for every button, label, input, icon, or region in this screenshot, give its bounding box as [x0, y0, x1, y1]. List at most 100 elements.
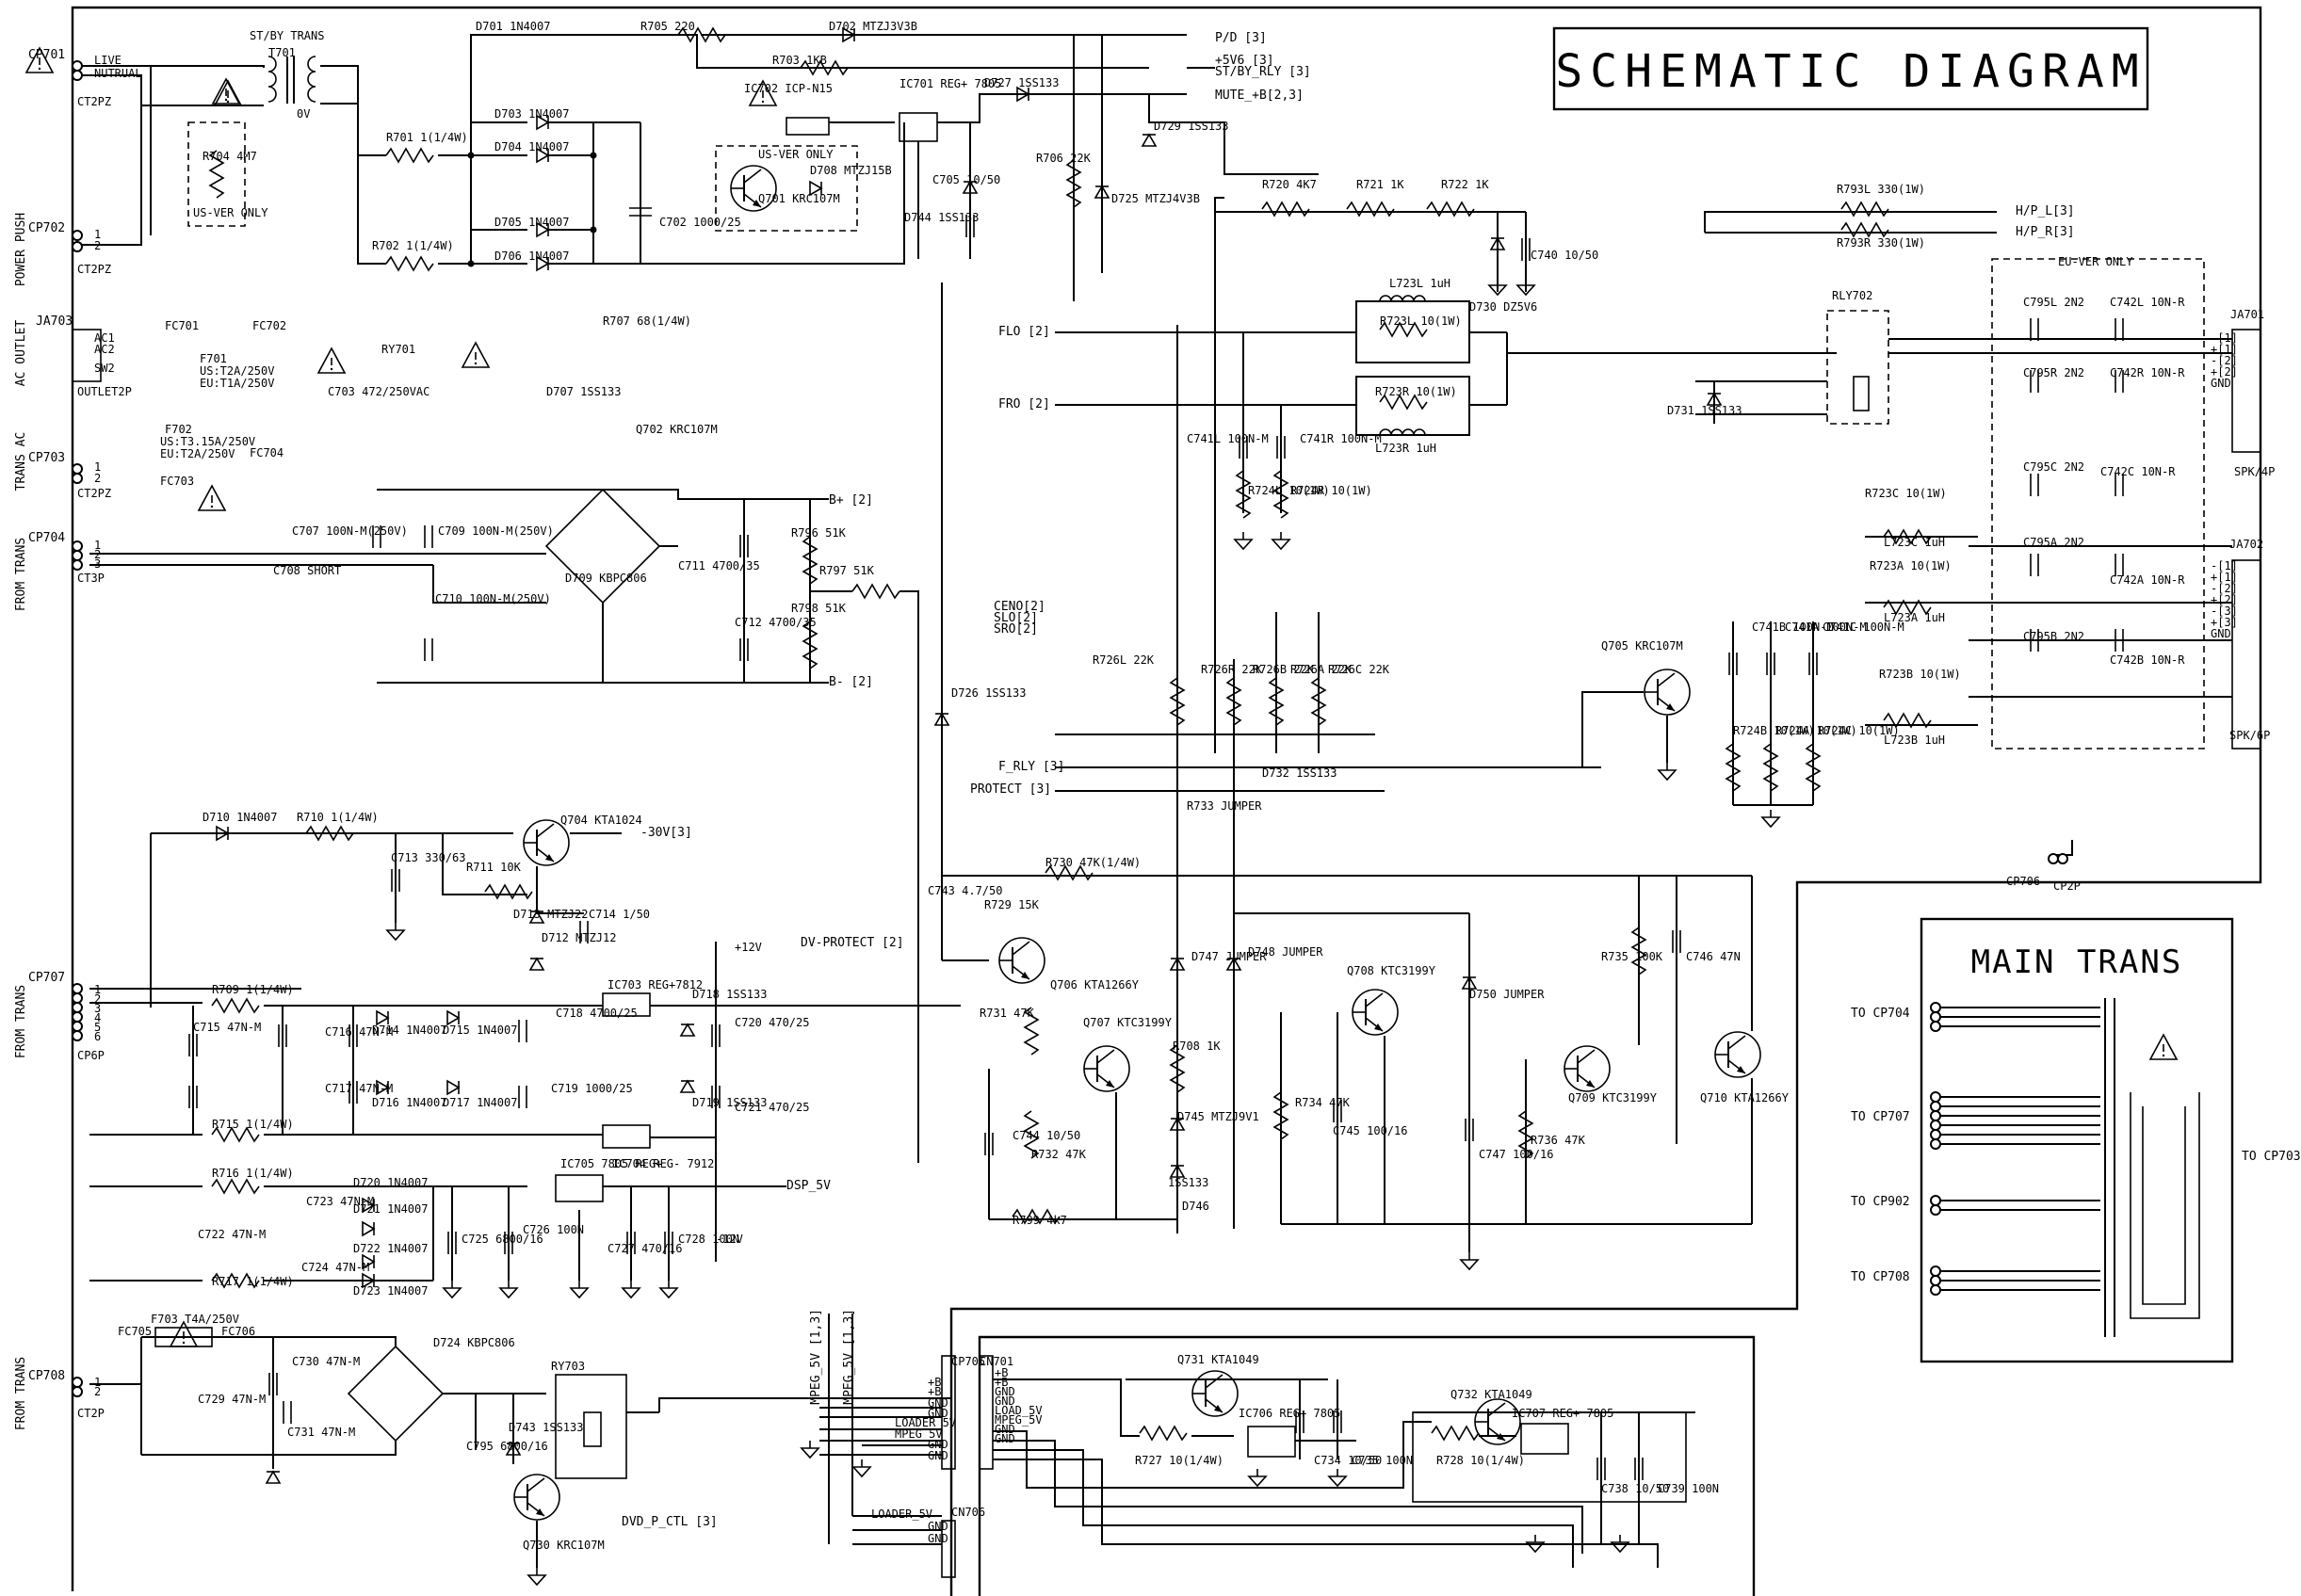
component-label: Q707 KTC3199Y — [1083, 1016, 1173, 1029]
component-label: C742C 10N-R — [2100, 465, 2176, 478]
component-label: D718 1SS133 — [692, 988, 767, 1001]
component-label: C721 470/25 — [735, 1101, 809, 1114]
signal-port-label: MPEG_5V [1,3] — [842, 1309, 856, 1405]
jack-pin-labels: -[1]+[1]-[2]+[2]GND-[1]+[1]-[2]+[2]-[3]+… — [2211, 331, 2238, 640]
component-label: JA702 — [2229, 538, 2263, 551]
component-label: IC703 REG+7812 — [608, 978, 703, 991]
component-label: C730 47N-M — [292, 1355, 360, 1368]
connector-pin-label: 1 — [94, 460, 101, 474]
component-label: R726L 22K — [1093, 653, 1155, 667]
component-label: R705 220 — [640, 20, 695, 33]
cp706-pins — [2048, 853, 2068, 864]
connector-name: CP708 — [28, 1369, 65, 1383]
connector-pin-label: 1 — [94, 228, 101, 241]
component-label: D714 1N4007 — [372, 1024, 446, 1037]
component-label: R726B 22K — [1253, 663, 1315, 676]
connector-pin-label: 6 — [94, 1030, 101, 1043]
connector-type: CT3P — [77, 572, 105, 585]
component-label: R793R 330(1W) — [1837, 236, 1925, 250]
signal-port-label: MPEG_5V [1,3] — [809, 1309, 823, 1405]
component-label: R724C 10(1W) — [1818, 724, 1900, 737]
component-label: SPK/6P — [2229, 729, 2270, 742]
component-label: F702 — [165, 423, 192, 436]
cp703-pins — [72, 463, 83, 484]
main-trans-box: MAIN TRANS TO CP703 — [1920, 917, 2301, 1363]
component-label: Q732 KTA1049 — [1450, 1388, 1532, 1401]
main-trans-tap-label: TO CP707 — [1851, 1110, 1910, 1124]
connector-side-label: FROM TRANS — [14, 1357, 28, 1430]
component-label: D721 1N4007 — [353, 1202, 428, 1216]
signal-port-label: PROTECT [3] — [970, 782, 1051, 797]
component-label: R796 51K — [791, 526, 847, 540]
component-label: R724R 10(1W) — [1290, 484, 1372, 497]
component-label: L723R 1uH — [1375, 442, 1436, 455]
main-trans-tap-label: TO CP708 — [1851, 1270, 1910, 1284]
component-label: C713 330/63 — [391, 851, 465, 864]
component-label: FC704 — [250, 446, 284, 459]
component-label: R731 47K — [980, 1007, 1035, 1020]
connector-pin-label: LIVE — [94, 54, 122, 67]
component-label: GND — [995, 1394, 1015, 1408]
component-label: D732 1SS133 — [1262, 766, 1337, 780]
component-label: R732 47K — [1031, 1148, 1087, 1161]
component-label: D719 1SS133 — [692, 1096, 767, 1109]
component-label: D748 JUMPER — [1248, 945, 1323, 959]
component-label: C739 100N — [1658, 1482, 1719, 1495]
component-label: GND — [928, 1449, 948, 1462]
main-trans-title: MAIN TRANS — [1971, 943, 2183, 981]
component-label: C729 47N-M — [198, 1393, 266, 1406]
component-label: D706 1N4007 — [494, 250, 569, 263]
connector-pin-label: 2 — [94, 1385, 101, 1398]
component-label: EU:T2A/250V — [160, 447, 235, 460]
component-label: CN701 — [980, 1355, 1013, 1368]
cp704-pins — [72, 540, 83, 571]
component-label: D731 1SS133 — [1667, 404, 1742, 417]
component-label: R723A 10(1W) — [1870, 559, 1952, 572]
component-label: F703 T4A/250V — [151, 1313, 239, 1326]
component-label: C715 47N-M — [193, 1021, 261, 1034]
trans-pin — [1930, 1195, 1941, 1206]
component-label: R720 4K7 — [1262, 178, 1317, 191]
component-label: R721 1K — [1356, 178, 1404, 191]
cp701-pins — [72, 60, 83, 81]
component-label: D726 1SS133 — [951, 686, 1026, 700]
signal-port-label: +5V6 [3] — [1215, 54, 1274, 68]
component-label: D745 MTZJ9V1 — [1177, 1110, 1259, 1123]
connector-name: CP707 — [28, 971, 65, 985]
connector-pin-label: 2 — [94, 472, 101, 485]
top-rail — [1214, 197, 1997, 753]
component-label: D701 1N4007 — [476, 20, 550, 33]
component-label: Q704 KTA1024 — [560, 814, 642, 827]
component-label: GND — [995, 1432, 1015, 1445]
component-label: R736 47K — [1531, 1134, 1586, 1147]
component-label: JA701 — [2230, 308, 2264, 321]
trans-pin — [1930, 1002, 1941, 1013]
component-label: C718 4700/25 — [556, 1007, 638, 1020]
component-label: D715 1N4007 — [443, 1024, 517, 1037]
mains-input-section — [80, 27, 1319, 301]
component-label: C719 1000/25 — [551, 1082, 633, 1095]
component-label: R723C 10(1W) — [1865, 487, 1947, 500]
ja702-pin-label: -[1] — [2211, 559, 2238, 572]
component-label: L723C 1uH — [1884, 536, 1945, 549]
connector-name: CP703 — [28, 451, 65, 465]
signal-port-label: H/P_L[3] — [2016, 204, 2075, 218]
signal-port-labels: P/D [3]+5V6 [3]ST/BY_RLY [3]MUTE_+B[2,3]… — [622, 31, 2075, 1529]
signal-port-label: SRO[2] — [994, 622, 1038, 637]
component-label: R710 1(1/4W) — [297, 811, 379, 824]
ja701-pin-label: +[1] — [2211, 343, 2238, 356]
connector-name: CP701 — [28, 48, 65, 62]
signal-port-label: B- [2] — [829, 675, 873, 689]
component-label: D716 1N4007 — [372, 1096, 446, 1109]
signal-port-label: B+ [2] — [829, 493, 873, 508]
component-label: Q701 KRC107M — [758, 192, 840, 205]
ja701-pin-label: +[2] — [2211, 365, 2238, 379]
ja702-pin-label: +[3] — [2211, 616, 2238, 629]
component-label: GND — [928, 1520, 948, 1533]
component-label: T701 — [268, 46, 296, 59]
signal-port-label: CENO[2] — [994, 600, 1045, 614]
component-label: D708 MTZJ15B — [810, 164, 892, 177]
component-label: +B — [928, 1385, 941, 1398]
ja702-pin-label: -[3] — [2211, 605, 2238, 618]
connector-pins — [72, 60, 2068, 1397]
